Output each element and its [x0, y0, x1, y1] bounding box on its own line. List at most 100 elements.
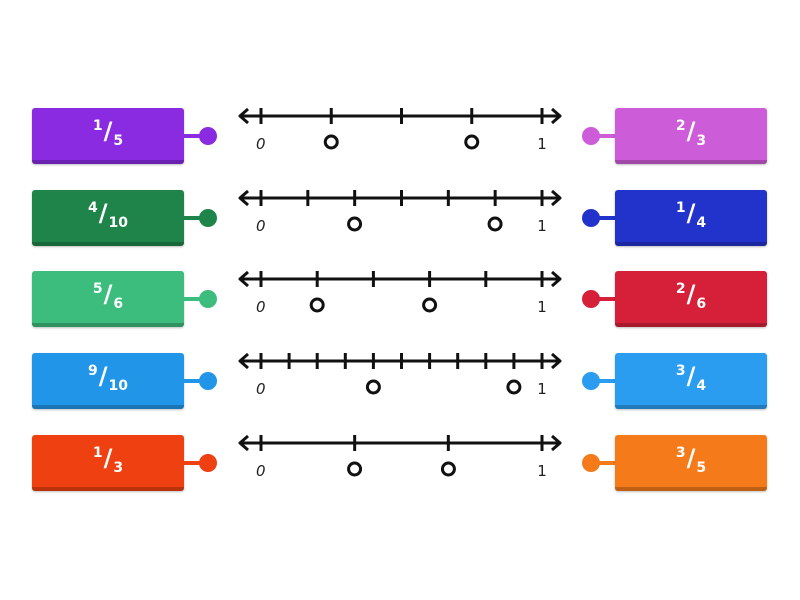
end-label: 1 [537, 380, 547, 398]
drop-targets [365, 379, 522, 395]
fraction-denominator: 10 [108, 377, 128, 394]
fraction-slash: / [686, 443, 696, 472]
fraction-numerator: 3 [675, 444, 686, 461]
fraction-numerator: 1 [675, 199, 686, 216]
number-line: 0 1 [238, 352, 562, 398]
right-arrow-icon [551, 270, 562, 288]
start-label: 0 [256, 135, 266, 153]
fraction-label: 4/10 [88, 201, 128, 230]
right-fraction-card[interactable]: 2/3 [615, 108, 767, 164]
fraction-label: 1/4 [676, 201, 706, 230]
fraction-slash: / [686, 361, 696, 390]
right-connector-dot[interactable] [582, 372, 600, 390]
number-line: 0 1 [238, 189, 562, 235]
drop-target-circle[interactable] [365, 379, 381, 395]
right-fraction-card[interactable]: 3/4 [615, 353, 767, 409]
left-arrow-icon [238, 434, 249, 452]
fraction-label: 3/5 [676, 446, 706, 475]
fraction-label: 1/5 [93, 119, 123, 148]
left-fraction-card[interactable]: 4/10 [32, 190, 184, 246]
left-fraction-card[interactable]: 5/6 [32, 271, 184, 327]
drop-target-circle[interactable] [309, 297, 325, 313]
fraction-numerator: 2 [675, 117, 686, 134]
fraction-label: 5/6 [93, 282, 123, 311]
fraction-numerator: 1 [92, 444, 103, 461]
right-connector-dot[interactable] [582, 209, 600, 227]
right-arrow-icon [551, 189, 562, 207]
fraction-label: 2/6 [676, 282, 706, 311]
right-fraction-card[interactable]: 1/4 [615, 190, 767, 246]
right-connector [592, 134, 616, 138]
drop-targets [309, 297, 438, 313]
end-label: 1 [537, 462, 547, 480]
match-row: 1/3 0 1 3/5 [0, 434, 800, 493]
left-connector-dot[interactable] [199, 209, 217, 227]
left-connector [183, 461, 207, 465]
fraction-slash: / [103, 443, 113, 472]
start-label: 0 [256, 380, 266, 398]
fraction-numerator: 3 [675, 362, 686, 379]
tick-marks [259, 435, 544, 451]
tick-marks [259, 190, 544, 206]
right-connector-dot[interactable] [582, 127, 600, 145]
left-connector-dot[interactable] [199, 290, 217, 308]
drop-target-circle[interactable] [506, 379, 522, 395]
right-connector [592, 379, 616, 383]
drop-target-circle[interactable] [323, 134, 339, 150]
drop-targets [347, 461, 456, 477]
drop-target-circle[interactable] [440, 461, 456, 477]
left-fraction-card[interactable]: 1/3 [32, 435, 184, 491]
right-connector-dot[interactable] [582, 290, 600, 308]
drop-targets [347, 216, 503, 232]
end-label: 1 [537, 298, 547, 316]
left-connector-dot[interactable] [199, 372, 217, 390]
drop-target-circle[interactable] [347, 461, 363, 477]
left-connector [183, 297, 207, 301]
drop-target-circle[interactable] [464, 134, 480, 150]
fraction-slash: / [686, 198, 696, 227]
left-fraction-card[interactable]: 1/5 [32, 108, 184, 164]
left-connector-dot[interactable] [199, 454, 217, 472]
right-connector [592, 297, 616, 301]
start-label: 0 [256, 462, 266, 480]
right-fraction-card[interactable]: 2/6 [615, 271, 767, 327]
number-line: 0 1 [238, 434, 562, 480]
fraction-numerator: 1 [92, 117, 103, 134]
left-fraction-card[interactable]: 9/10 [32, 353, 184, 409]
fraction-denominator: 5 [696, 459, 707, 476]
left-connector [183, 216, 207, 220]
drop-target-circle[interactable] [487, 216, 503, 232]
fraction-label: 2/3 [676, 119, 706, 148]
drop-target-circle[interactable] [347, 216, 363, 232]
fraction-slash: / [686, 279, 696, 308]
start-label: 0 [256, 298, 266, 316]
fraction-slash: / [98, 198, 108, 227]
left-arrow-icon [238, 189, 249, 207]
fraction-slash: / [103, 279, 113, 308]
fraction-slash: / [103, 116, 113, 145]
start-label: 0 [256, 217, 266, 235]
right-arrow-icon [551, 107, 562, 125]
fraction-denominator: 6 [696, 295, 707, 312]
match-row: 4/10 0 1 1/4 [0, 189, 800, 248]
drop-target-circle[interactable] [422, 297, 438, 313]
fraction-numerator: 2 [675, 280, 686, 297]
right-connector [592, 216, 616, 220]
fraction-denominator: 10 [108, 214, 128, 231]
fraction-numerator: 4 [88, 199, 98, 216]
right-fraction-card[interactable]: 3/5 [615, 435, 767, 491]
left-arrow-icon [238, 107, 249, 125]
fraction-denominator: 6 [113, 295, 124, 312]
tick-marks [259, 271, 544, 287]
fraction-label: 1/3 [93, 446, 123, 475]
fraction-denominator: 3 [113, 459, 124, 476]
fraction-slash: / [98, 361, 108, 390]
right-connector-dot[interactable] [582, 454, 600, 472]
fraction-denominator: 3 [696, 132, 707, 149]
tick-marks [259, 108, 544, 124]
fraction-slash: / [686, 116, 696, 145]
match-row: 9/10 0 1 3/4 [0, 352, 800, 411]
left-connector-dot[interactable] [199, 127, 217, 145]
fraction-numerator: 5 [92, 280, 103, 297]
right-arrow-icon [551, 434, 562, 452]
